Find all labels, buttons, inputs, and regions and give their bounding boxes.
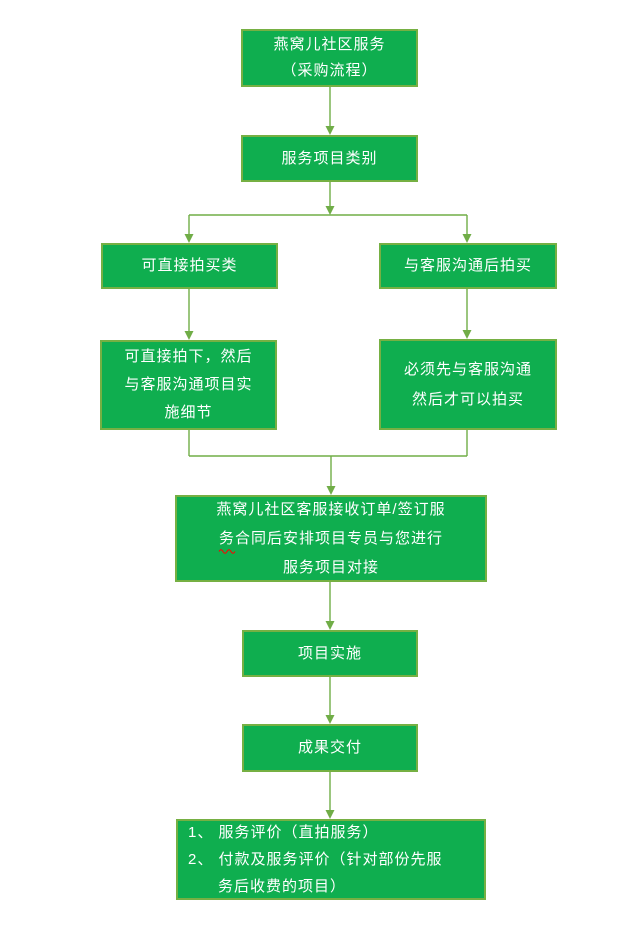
node-direct-buy-label: 可直接拍买类 (141, 257, 238, 274)
arrowhead-contact-first-to-detail (462, 330, 472, 339)
arrowhead-split-to-contact-first (462, 234, 472, 243)
arrowhead-title-to-category (325, 126, 335, 135)
arrowhead-split-to-direct-buy (184, 234, 194, 243)
node-service-category: 服务项目类别 (241, 135, 418, 182)
node-evaluation: 1、 服务评价（直拍服务） 2、 付款及服务评价（针对部份先服 务后收费的项目） (176, 819, 486, 900)
node-contact-first-detail: 必须先与客服沟通 然后才可以拍买 (379, 339, 557, 430)
node-direct-buy-detail-line2: 与客服沟通项目实 (124, 376, 253, 393)
node-evaluation-item2-line1: 2、 付款及服务评价（针对部份先服 (188, 851, 443, 868)
arrowhead-direct-buy-to-detail (184, 331, 194, 340)
node-order-handling-line1: 燕窝儿社区客服接收订单/签订服 (216, 501, 446, 518)
node-evaluation-item2-line2: 务后收费的项目） (218, 878, 347, 895)
arrowhead-delivery-to-evaluation (325, 810, 335, 819)
node-evaluation-item1: 1、 服务评价（直拍服务） (188, 824, 379, 841)
arrowhead-category-to-split (325, 206, 335, 215)
node-direct-buy-detail-line1: 可直接拍下，然后 (124, 348, 253, 365)
node-order-handling-line2: 务合同后安排项目专员与您进行 (218, 530, 443, 547)
arrowhead-implementation-to-delivery (325, 715, 335, 724)
arrowhead-order-to-implementation (325, 621, 335, 630)
node-order-handling-line3: 服务项目对接 (282, 559, 379, 576)
node-contact-first: 与客服沟通后拍买 (379, 243, 557, 289)
node-title: 燕窝儿社区服务 （采购流程） (241, 29, 418, 87)
spellcheck-squiggle (218, 549, 236, 554)
node-direct-buy: 可直接拍买类 (101, 243, 278, 289)
node-contact-first-detail-line1: 必须先与客服沟通 (403, 360, 532, 378)
node-implementation-label: 项目实施 (297, 644, 362, 662)
node-implementation: 项目实施 (242, 630, 418, 677)
arrowhead-merge-to-order (326, 486, 336, 495)
node-service-category-label: 服务项目类别 (281, 149, 378, 167)
node-direct-buy-detail: 可直接拍下，然后 与客服沟通项目实 施细节 (100, 340, 277, 430)
node-title-line2: （采购流程） (281, 62, 378, 79)
node-delivery: 成果交付 (242, 724, 418, 772)
node-delivery-label: 成果交付 (297, 739, 362, 756)
node-direct-buy-detail-line3: 施细节 (164, 404, 213, 421)
node-contact-first-detail-line2: 然后才可以拍买 (411, 390, 524, 408)
node-order-handling: 燕窝儿社区客服接收订单/签订服 务合同后安排项目专员与您进行 服务项目对接 (175, 495, 487, 582)
node-title-line1: 燕窝儿社区服务 (273, 36, 386, 53)
node-contact-first-label: 与客服沟通后拍买 (403, 257, 532, 274)
